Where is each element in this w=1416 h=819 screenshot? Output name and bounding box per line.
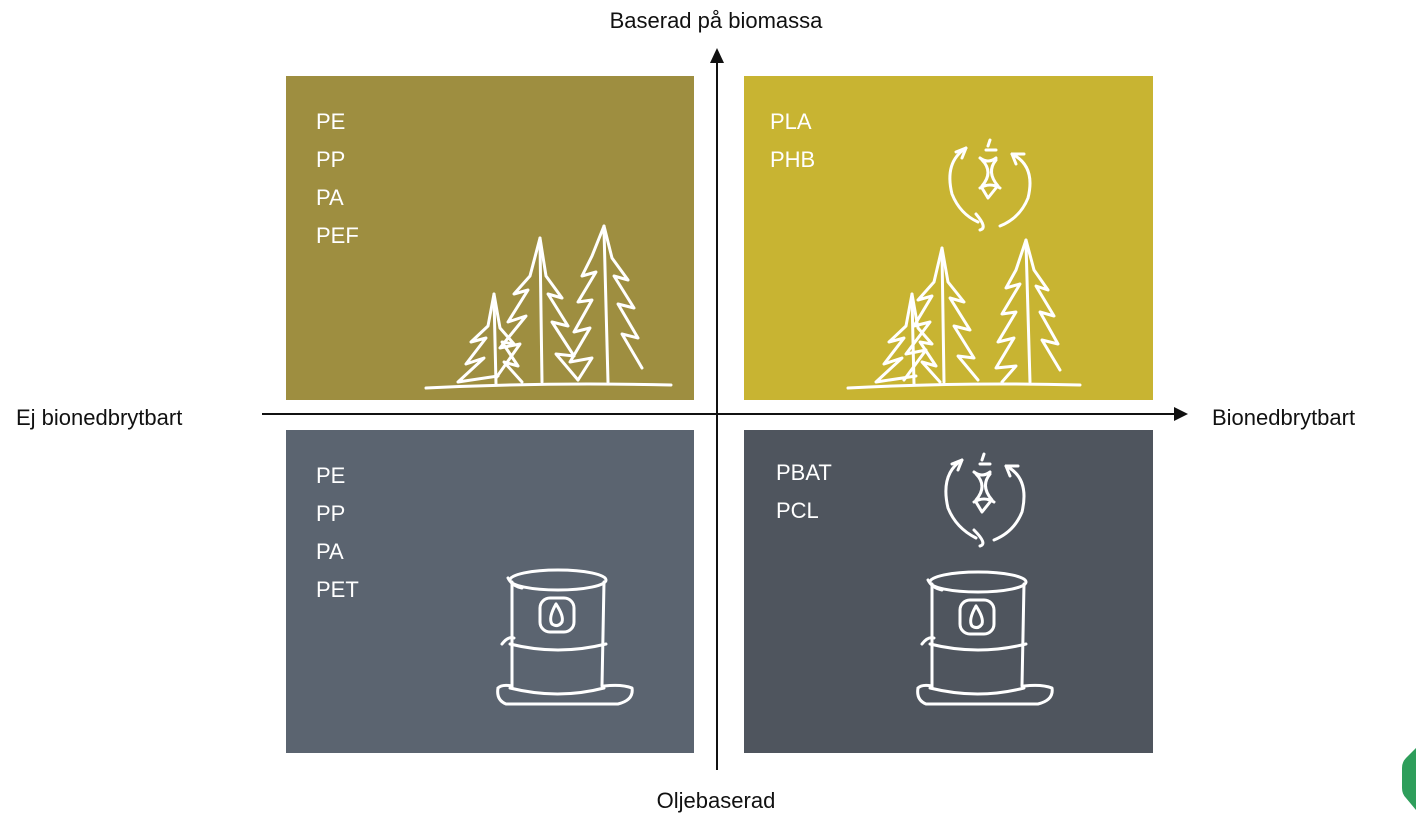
corner-hexagon-icon <box>1402 748 1416 810</box>
axis-label-top: Baserad på biomassa <box>609 8 823 33</box>
polymer-list-bottom-right: PBAT PCL <box>776 454 832 530</box>
polymer-item: PCL <box>776 498 819 523</box>
polymer-list-top-right: PLA PHB <box>770 103 815 179</box>
polymer-item: PP <box>316 147 346 172</box>
polymer-item: PA <box>316 185 344 210</box>
oil-barrel-icon <box>916 570 1054 706</box>
axis-label-bottom: Oljebaserad <box>656 788 776 813</box>
trees-icon <box>846 238 1082 390</box>
polymer-item: PLA <box>770 109 812 134</box>
polymer-item: PEF <box>316 223 359 248</box>
polymer-list-top-left: PE PP PA PEF <box>316 103 359 255</box>
polymer-item: PE <box>316 463 346 488</box>
polymer-list-bottom-left: PE PP PA PET <box>316 457 359 609</box>
polymer-item: PET <box>316 577 359 602</box>
polymer-item: PA <box>316 539 344 564</box>
polymer-item: PBAT <box>776 460 832 485</box>
quadrant-bottom-right: PBAT PCL <box>744 430 1153 753</box>
axis-label-left: Ej bionedbrytbart <box>16 405 183 430</box>
axis-label-right: Bionedbrytbart <box>1212 405 1356 430</box>
recycle-apple-core-icon <box>948 138 1032 232</box>
quadrant-top-right: PLA PHB <box>744 76 1153 400</box>
arrow-right-icon <box>1174 407 1188 421</box>
oil-barrel-icon <box>496 568 634 706</box>
quadrant-top-left: PE PP PA PEF <box>286 76 694 400</box>
polymer-item: PE <box>316 109 346 134</box>
quadrant-bottom-left: PE PP PA PET <box>286 430 694 753</box>
trees-icon <box>424 224 673 390</box>
recycle-apple-core-icon <box>944 452 1026 548</box>
polymer-item: PHB <box>770 147 816 172</box>
arrow-up-icon <box>710 48 724 63</box>
polymer-item: PP <box>316 501 346 526</box>
